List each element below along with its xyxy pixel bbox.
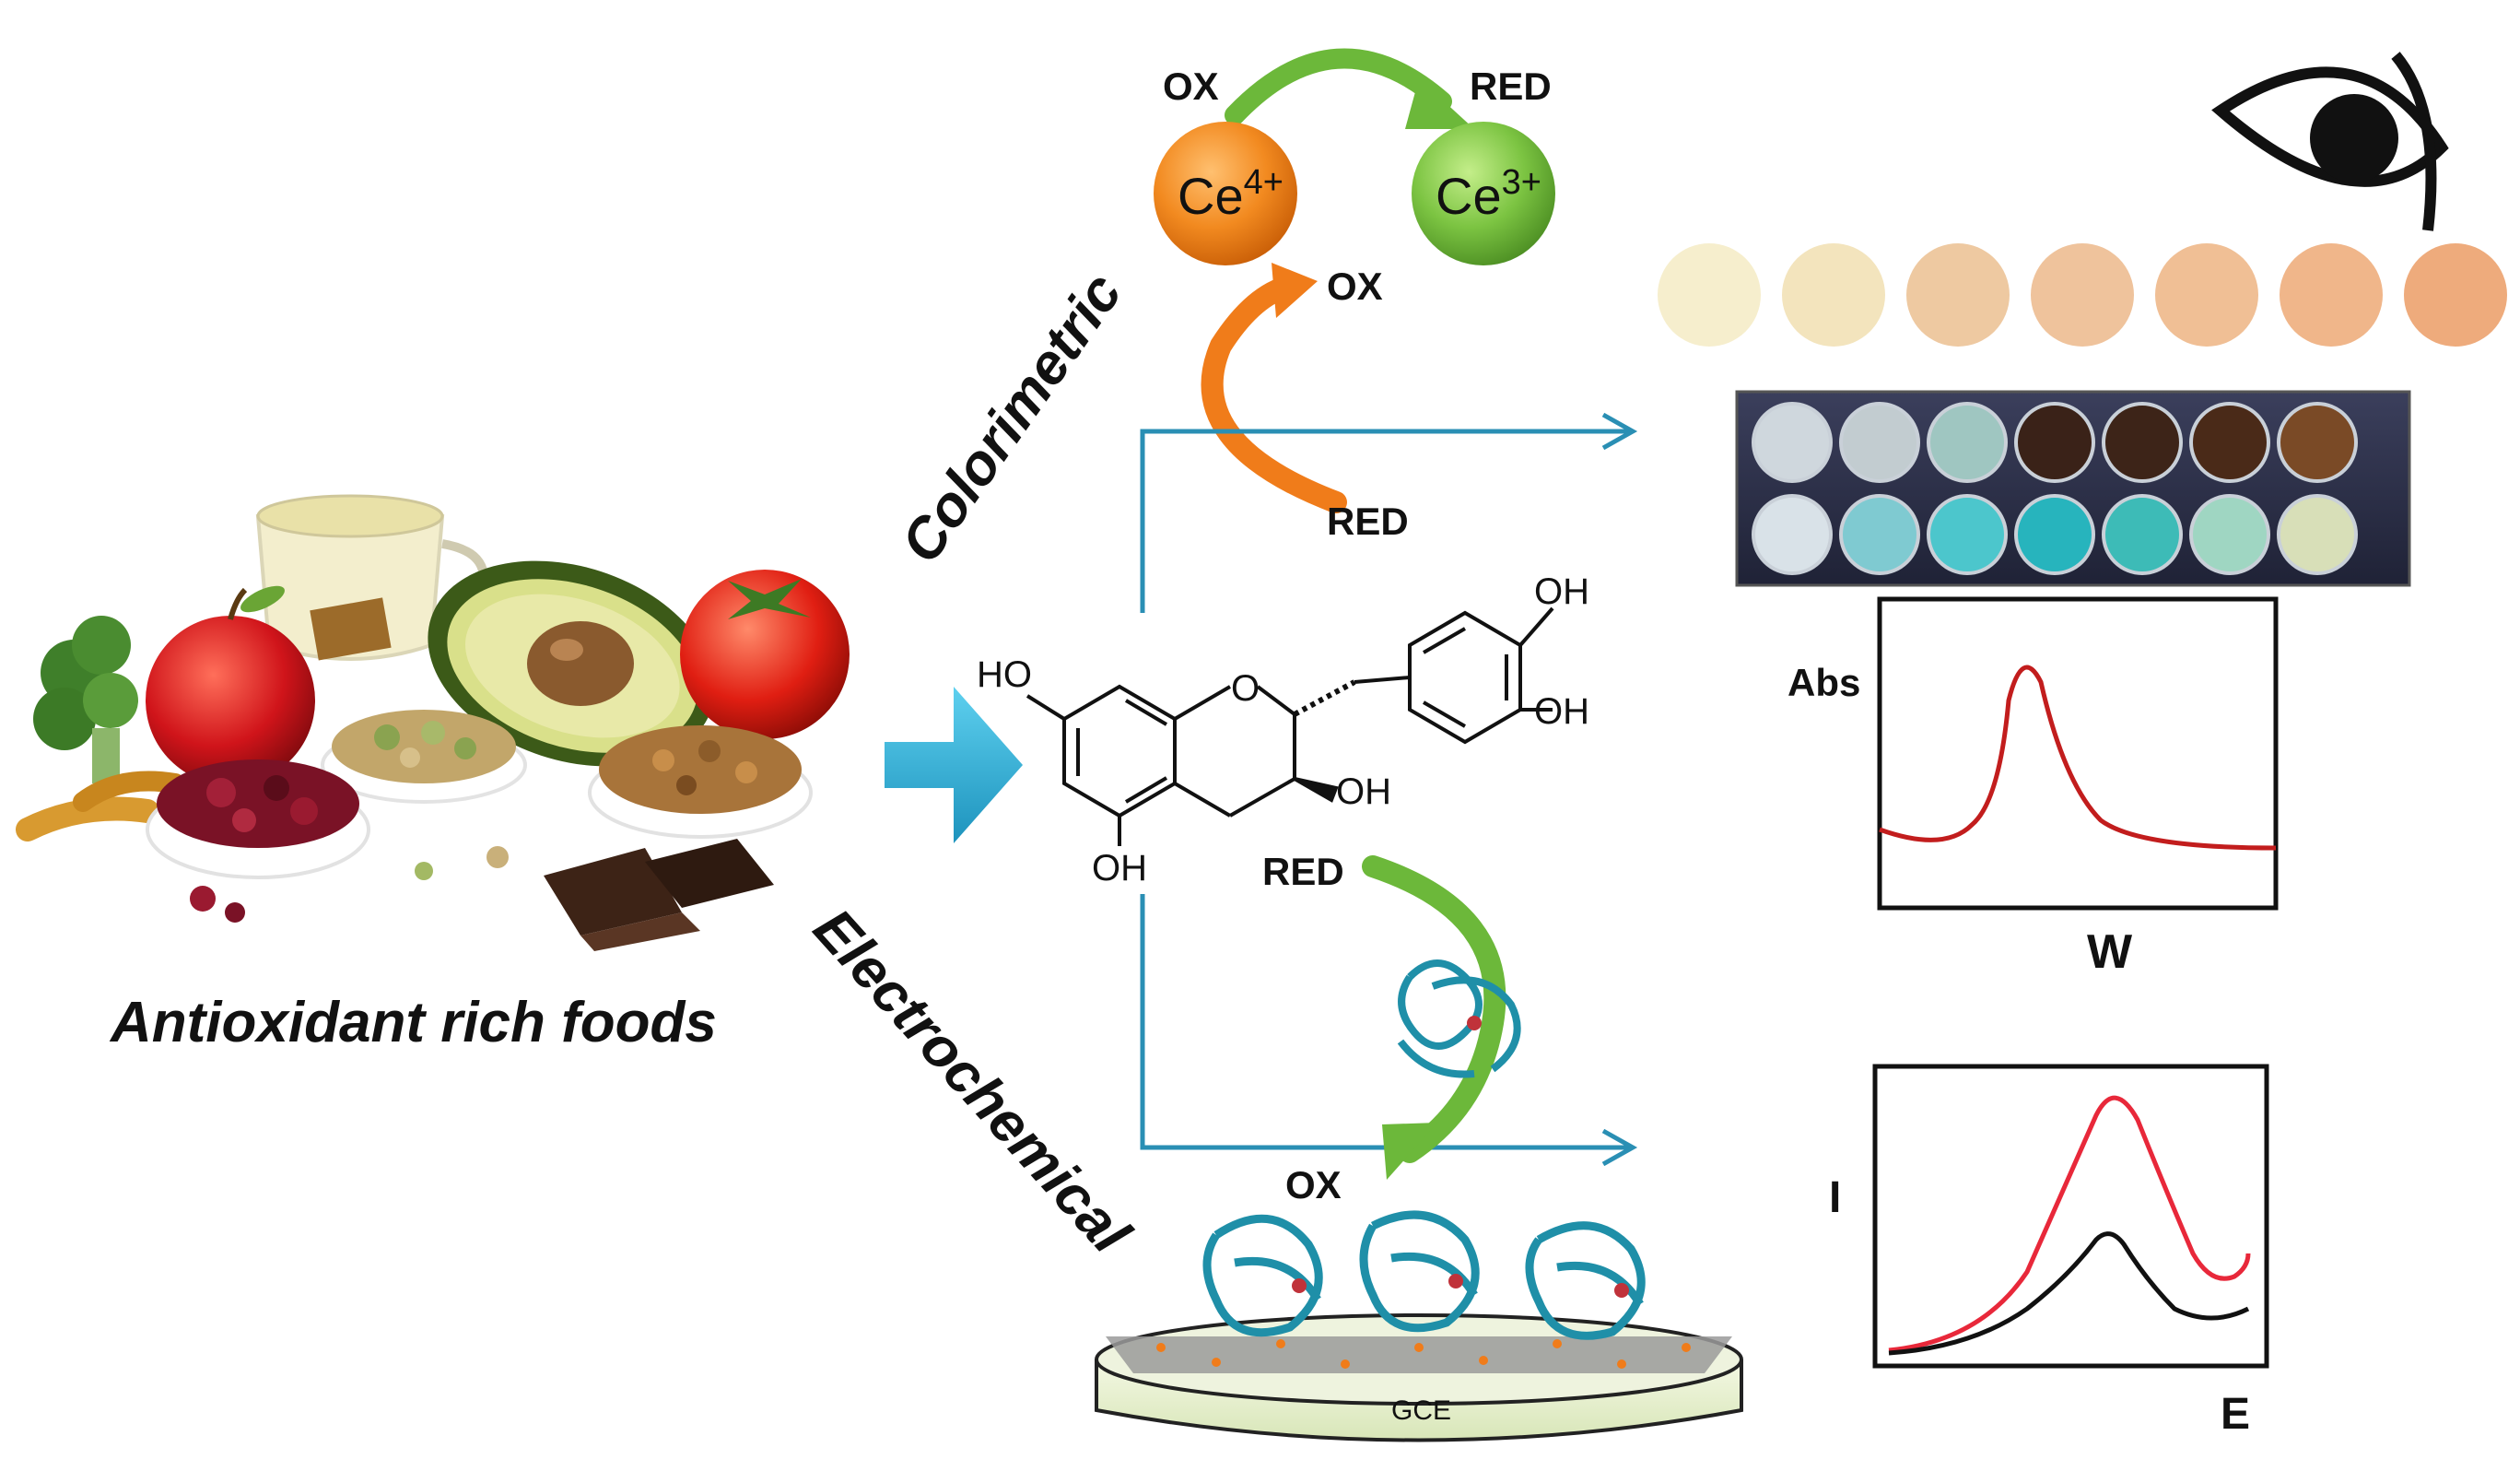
flow-lines xyxy=(1140,412,1638,1167)
cv-xlabel: E xyxy=(2221,1390,2250,1439)
abs-xlabel: W xyxy=(2087,925,2133,979)
cv-plot-frame xyxy=(1872,1064,2269,1369)
ce4-label: Ce4+ xyxy=(1178,163,1283,225)
orange-arrowhead xyxy=(1272,263,1318,318)
catechin-oh-top: OH xyxy=(1534,571,1589,612)
electrochemical-label: Electrochemical xyxy=(802,897,1143,1266)
enzyme-ox-label: OX xyxy=(1285,1163,1342,1206)
ce3-sphere xyxy=(1412,122,1555,265)
nanoparticles xyxy=(1156,1339,1691,1369)
chocolate-icon xyxy=(544,839,774,951)
grain-bowl-icon xyxy=(588,725,813,839)
catechin-ho: HO xyxy=(977,654,1032,695)
abs-curve xyxy=(1879,665,2277,851)
cv-red-curve xyxy=(1888,1095,2251,1353)
green-enzyme-arrowhead xyxy=(1382,1123,1437,1180)
enzyme-icon xyxy=(1397,959,1521,1078)
green-enzyme-arrow xyxy=(1362,855,1506,1163)
well-plate xyxy=(1735,390,2411,587)
ceria-red-label: RED xyxy=(1470,65,1552,108)
cv-black-curve xyxy=(1888,1231,2250,1356)
abs-ylabel: Abs xyxy=(1787,661,1860,704)
food-illustration xyxy=(16,494,850,951)
well-row-bottom xyxy=(1752,494,2358,575)
catechin-oh-mid: OH xyxy=(1534,691,1589,732)
tea-cup-icon xyxy=(255,494,488,661)
lower-flow-line xyxy=(1140,894,1631,1150)
abs-plot-frame xyxy=(1877,596,2279,911)
tomato-icon xyxy=(680,570,850,739)
catechin-oh-bottom: OH xyxy=(1092,848,1147,888)
upper-flow-line xyxy=(1140,429,1631,613)
catechin-oh-ring: OH xyxy=(1336,771,1391,812)
electrode-label: GCE xyxy=(1391,1395,1451,1426)
ce3-label: Ce3+ xyxy=(1436,163,1541,225)
lower-flow-arrowhead xyxy=(1601,1128,1638,1167)
orange-cycle-arrow xyxy=(1201,275,1347,513)
spot-6 xyxy=(2280,243,2383,347)
catechin-o: O xyxy=(1231,668,1260,709)
ceria-ox2-label: OX xyxy=(1327,265,1383,308)
cranberry-bowl-icon xyxy=(146,759,370,879)
cv-ylabel: I xyxy=(1829,1173,1841,1222)
immobilized-enzymes xyxy=(1202,1210,1646,1340)
enzyme-cycle: RED OX xyxy=(1262,850,1521,1206)
big-arrow-icon xyxy=(885,687,1023,843)
spot-2 xyxy=(1782,243,1885,347)
cv-plot: I E xyxy=(1829,1064,2269,1439)
electrode: GCE xyxy=(1095,1210,1743,1442)
green-arrowhead xyxy=(1405,78,1474,129)
nanomaterial-layer xyxy=(1106,1336,1732,1373)
turmeric-icon xyxy=(16,771,185,841)
ceria-cycle: Ce4+ Ce3+ OX RED OX RED xyxy=(1154,48,1555,543)
ce4-sphere xyxy=(1154,122,1297,265)
ceria-red2-label: RED xyxy=(1327,500,1409,543)
well-row-top xyxy=(1752,402,2358,483)
enzyme-red-label: RED xyxy=(1262,850,1344,893)
colorimetric-label: Colorimetric xyxy=(889,262,1134,574)
pistachio-bowl-icon xyxy=(321,710,527,804)
broccoli-icon xyxy=(33,616,138,783)
spot-4 xyxy=(2031,243,2134,347)
spot-3 xyxy=(1906,243,2010,347)
eye-icon xyxy=(2211,52,2449,231)
spot-1 xyxy=(1658,243,1761,347)
catechin-structure xyxy=(1026,606,1554,846)
avocado-icon xyxy=(428,560,715,767)
spot-5 xyxy=(2155,243,2258,347)
spot-7 xyxy=(2404,243,2507,347)
foods-caption: Antioxidant rich foods xyxy=(109,991,717,1054)
paper-spots xyxy=(1658,243,2507,347)
green-cycle-arrow xyxy=(1225,48,1452,125)
ceria-ox-label: OX xyxy=(1163,65,1219,108)
upper-flow-arrowhead xyxy=(1601,412,1638,451)
apple-icon xyxy=(146,585,315,785)
abs-plot: Abs W xyxy=(1787,596,2279,979)
